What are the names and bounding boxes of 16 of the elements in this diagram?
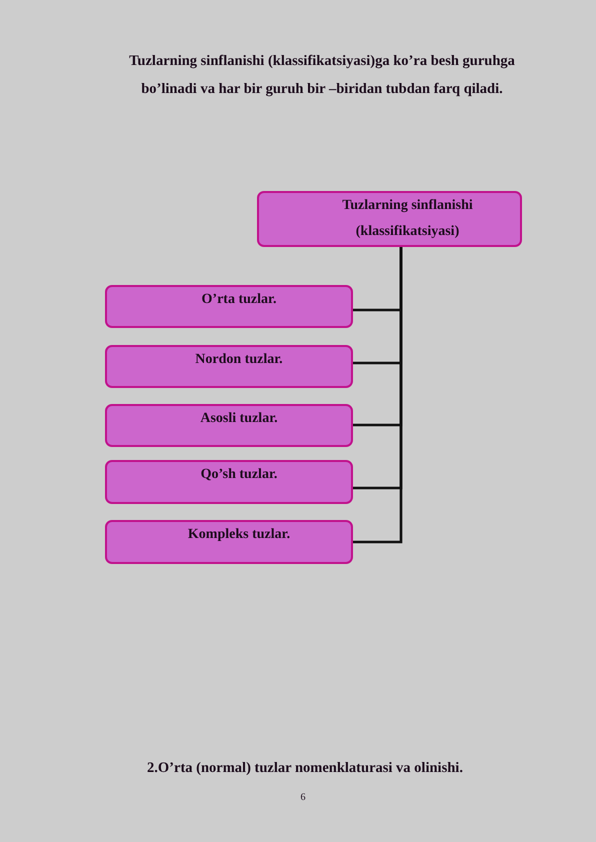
- node-text: Tuzlarning sinflanishi (klassifikatsiyasi): [341, 197, 474, 241]
- node-text: Qo’sh tuzlar.: [200, 466, 278, 484]
- category-box: [257, 191, 522, 247]
- node-text: Kompleks tuzlar.: [186, 526, 292, 544]
- node-text: Asosli tuzlar.: [199, 410, 279, 428]
- subcategory-box: [105, 345, 353, 388]
- page-number: 6: [300, 791, 306, 805]
- intro-paragraph: Tuzlarning sinflanishi (klassifikatsiyasi)ga ko’ra besh guruhga bo’linadi va har bir guruh bir –biridan tubdan farq qiladi.: [128, 52, 516, 99]
- node-text: Nordon tuzlar.: [194, 351, 284, 369]
- node-text: O’rta tuzlar.: [200, 291, 278, 309]
- subcategory-box: [105, 404, 353, 447]
- subcategory-box: [105, 460, 353, 504]
- connector-line: [353, 247, 402, 544]
- subcategory-box: [105, 520, 353, 564]
- subcategory-box: [105, 285, 353, 328]
- section-heading: 2.O’rta (normal) tuzlar nomenklaturasi va olinishi.: [146, 759, 464, 778]
